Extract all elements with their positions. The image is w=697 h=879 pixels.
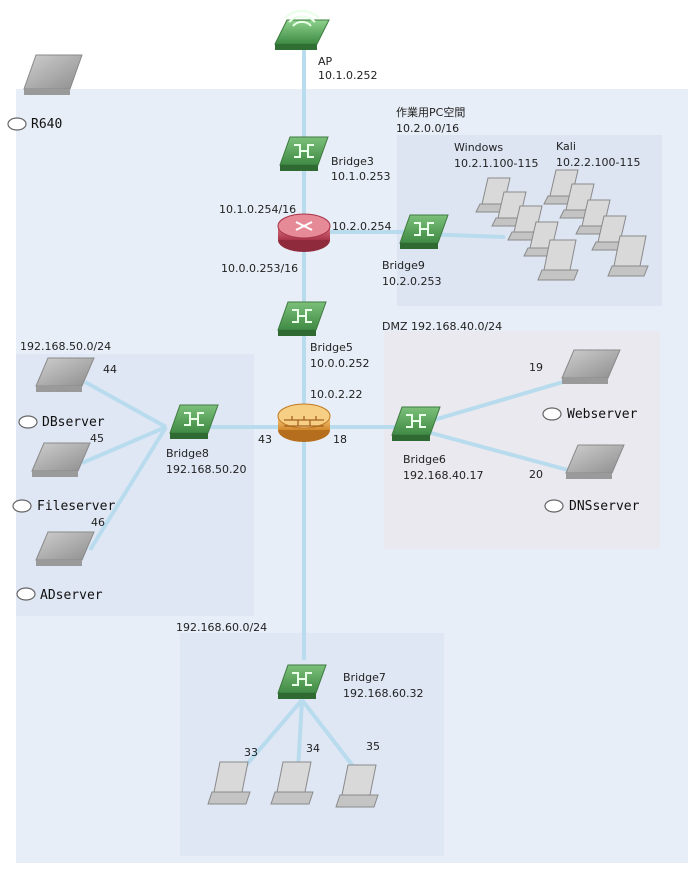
bridge9-icon — [399, 214, 449, 249]
ap-icon — [274, 9, 330, 50]
lan60-cidr: 192.168.60.0/24 — [176, 621, 268, 634]
bridge8-name: Bridge8 — [166, 447, 209, 460]
pc-space-title: 作業用PC空間 — [396, 106, 466, 119]
client-34-icon — [270, 761, 314, 805]
client-34-label: 34 — [306, 742, 320, 755]
dmz-title: DMZ 192.168.40.0/24 — [382, 320, 503, 333]
bridge6-ip: 192.168.40.17 — [403, 469, 484, 482]
bridge5-icon — [277, 301, 327, 336]
firewall-icon — [277, 403, 331, 442]
windows-pc-stack-icon — [475, 177, 579, 281]
bridge7-name: Bridge7 — [343, 671, 386, 684]
bridge8-ip: 192.168.50.20 — [166, 463, 247, 476]
db-net-cidr: 192.168.50.0/24 — [20, 340, 112, 353]
bridge3-icon — [279, 136, 329, 171]
ad-server-icon — [35, 531, 95, 566]
kali-pc-stack-icon — [543, 169, 649, 277]
client-33-label: 33 — [244, 746, 258, 759]
router-ip-right: 10.2.0.254 — [332, 220, 392, 233]
bridge5-ip: 10.0.0.252 — [310, 357, 370, 370]
bridge6-name: Bridge6 — [403, 453, 446, 466]
windows-name: Windows — [454, 141, 504, 154]
ad-port: 46 — [91, 516, 105, 529]
db-server-name: DBserver — [42, 415, 105, 430]
windows-range: 10.2.1.100-115 — [454, 157, 539, 170]
bridge9-ip: 10.2.0.253 — [382, 275, 442, 288]
host-name: R640 — [31, 117, 63, 132]
db-port: 44 — [103, 363, 117, 376]
firewall-port-left: 43 — [258, 433, 272, 446]
bridge3-name: Bridge3 — [331, 155, 374, 168]
bridge9-name: Bridge9 — [382, 259, 425, 272]
router-ip-bottom: 10.0.0.253/16 — [221, 262, 299, 275]
bridge3-ip: 10.1.0.253 — [331, 170, 391, 183]
links — [81, 48, 569, 772]
db-server-icon — [35, 357, 95, 392]
web-server-name: Webserver — [567, 407, 638, 422]
bridge7-ip: 192.168.60.32 — [343, 687, 424, 700]
bridge5-name: Bridge5 — [310, 341, 353, 354]
dns-port: 20 — [529, 468, 543, 481]
file-marker-icon — [12, 499, 32, 513]
client-35-label: 35 — [366, 740, 380, 753]
file-server-icon — [31, 442, 91, 477]
ap-name: AP — [318, 55, 333, 68]
bridge6-icon — [391, 406, 441, 441]
client-33-icon — [207, 761, 251, 805]
file-server-name: Fileserver — [37, 499, 116, 514]
db-marker-icon — [18, 415, 38, 429]
ad-server-name: ADserver — [40, 588, 103, 603]
client-35-icon — [335, 764, 379, 808]
router-icon — [277, 213, 331, 252]
web-marker-icon — [542, 407, 562, 421]
firewall-ip: 10.0.2.22 — [310, 388, 363, 401]
router-ip-top: 10.1.0.254/16 — [219, 203, 297, 216]
bridge8-icon — [169, 404, 219, 439]
dns-marker-icon — [544, 499, 564, 513]
kali-name: Kali — [556, 140, 576, 153]
kali-range: 10.2.2.100-115 — [556, 156, 641, 169]
dns-server-icon — [565, 444, 625, 479]
pc-space-cidr: 10.2.0.0/16 — [396, 122, 460, 135]
file-port: 45 — [90, 432, 104, 445]
dns-server-name: DNSserver — [569, 499, 640, 514]
ap-ip: 10.1.0.252 — [318, 69, 378, 82]
db-net-zone — [16, 354, 254, 616]
web-server-icon — [561, 349, 621, 384]
r640-marker-icon — [7, 117, 27, 131]
r640-server-icon — [23, 54, 83, 95]
firewall-port-right: 18 — [333, 433, 347, 446]
ad-marker-icon — [16, 587, 36, 601]
label-marker-icons — [7, 117, 564, 601]
web-port: 19 — [529, 361, 543, 374]
bridge7-icon — [277, 664, 327, 699]
